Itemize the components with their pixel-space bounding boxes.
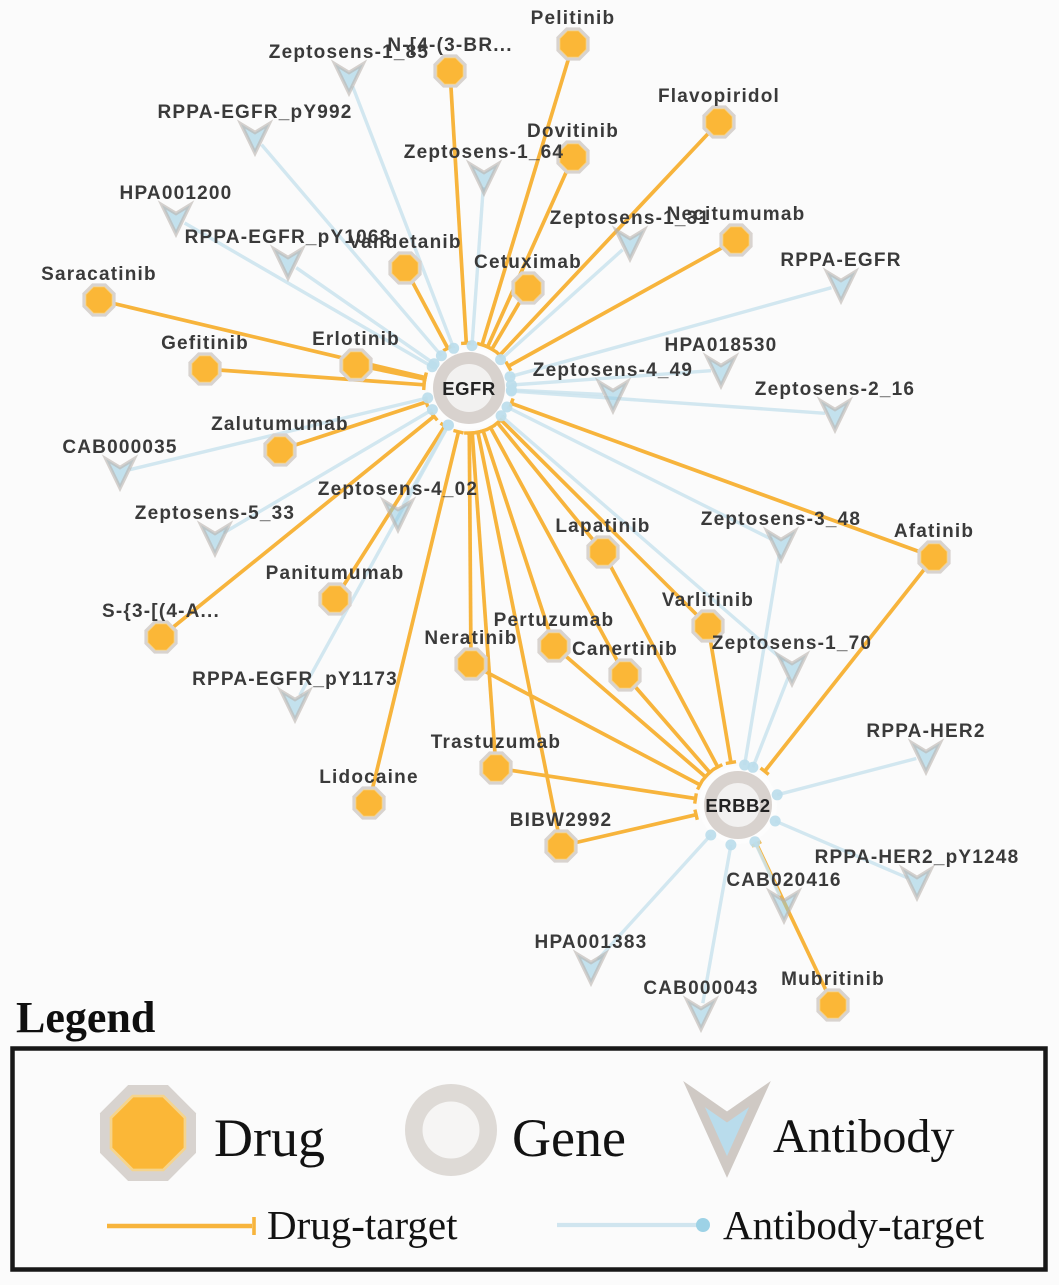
- svg-text:Zalutumumab: Zalutumumab: [211, 414, 349, 435]
- svg-text:CAB000043: CAB000043: [643, 978, 758, 999]
- svg-text:Zeptosens-1_64: Zeptosens-1_64: [404, 142, 564, 163]
- svg-text:Zeptosens-1_31: Zeptosens-1_31: [550, 208, 710, 229]
- svg-text:Flavopiridol: Flavopiridol: [658, 86, 780, 107]
- svg-text:Legend: Legend: [16, 993, 155, 1042]
- svg-text:Antibody-target: Antibody-target: [723, 1202, 985, 1248]
- svg-text:Drug-target: Drug-target: [267, 1202, 458, 1248]
- svg-text:Zeptosens-4_49: Zeptosens-4_49: [533, 360, 693, 381]
- svg-text:Drug: Drug: [214, 1108, 325, 1168]
- svg-text:HPA018530: HPA018530: [665, 335, 778, 356]
- svg-text:RPPA-EGFR_pY992: RPPA-EGFR_pY992: [157, 102, 352, 123]
- svg-text:Zeptosens-2_16: Zeptosens-2_16: [755, 379, 915, 400]
- svg-text:N-[4-(3-BR...: N-[4-(3-BR...: [387, 35, 512, 56]
- svg-text:Afatinib: Afatinib: [894, 521, 974, 542]
- svg-text:Canertinib: Canertinib: [572, 639, 678, 660]
- svg-text:Necitumumab: Necitumumab: [667, 204, 806, 225]
- svg-text:HPA001383: HPA001383: [535, 932, 648, 953]
- svg-text:Pertuzumab: Pertuzumab: [494, 610, 615, 631]
- svg-text:Antibody: Antibody: [773, 1110, 954, 1163]
- svg-text:Panitumumab: Panitumumab: [266, 563, 405, 584]
- svg-text:Lapatinib: Lapatinib: [555, 516, 650, 537]
- svg-text:Gene: Gene: [512, 1108, 626, 1168]
- svg-text:BIBW2992: BIBW2992: [510, 810, 613, 831]
- svg-text:Erlotinib: Erlotinib: [312, 329, 400, 350]
- svg-text:RPPA-EGFR_pY1173: RPPA-EGFR_pY1173: [192, 669, 398, 690]
- svg-text:Zeptosens-3_48: Zeptosens-3_48: [701, 509, 861, 530]
- svg-text:Neratinib: Neratinib: [424, 628, 517, 649]
- svg-text:Gefitinib: Gefitinib: [161, 333, 249, 354]
- svg-text:RPPA-EGFR_pY1068: RPPA-EGFR_pY1068: [185, 227, 392, 248]
- svg-text:HPA001200: HPA001200: [120, 183, 233, 204]
- svg-text:Pelitinib: Pelitinib: [531, 8, 616, 29]
- svg-text:Trastuzumab: Trastuzumab: [431, 732, 561, 753]
- svg-text:Zeptosens-5_33: Zeptosens-5_33: [135, 503, 295, 524]
- svg-text:Zeptosens-4_02: Zeptosens-4_02: [318, 479, 478, 500]
- svg-text:S-{3-[(4-A...: S-{3-[(4-A...: [102, 601, 220, 622]
- svg-text:RPPA-EGFR: RPPA-EGFR: [780, 250, 901, 271]
- svg-text:CAB020416: CAB020416: [726, 870, 841, 891]
- svg-text:Varlitinib: Varlitinib: [662, 590, 754, 611]
- svg-text:Cetuximab: Cetuximab: [474, 252, 582, 273]
- svg-text:Zeptosens-1_85: Zeptosens-1_85: [269, 42, 429, 63]
- svg-text:Vandetanib: Vandetanib: [348, 232, 461, 253]
- svg-text:Lidocaine: Lidocaine: [319, 767, 418, 788]
- svg-text:EGFR: EGFR: [442, 378, 495, 399]
- svg-text:CAB000035: CAB000035: [62, 437, 177, 458]
- svg-text:Saracatinib: Saracatinib: [41, 264, 157, 285]
- svg-text:Dovitinib: Dovitinib: [527, 121, 619, 142]
- svg-text:Zeptosens-1_70: Zeptosens-1_70: [712, 633, 872, 654]
- svg-text:ERBB2: ERBB2: [705, 795, 770, 816]
- svg-text:RPPA-HER2_pY1248: RPPA-HER2_pY1248: [815, 847, 1020, 868]
- svg-text:Mubritinib: Mubritinib: [781, 969, 885, 990]
- svg-text:RPPA-HER2: RPPA-HER2: [866, 721, 985, 742]
